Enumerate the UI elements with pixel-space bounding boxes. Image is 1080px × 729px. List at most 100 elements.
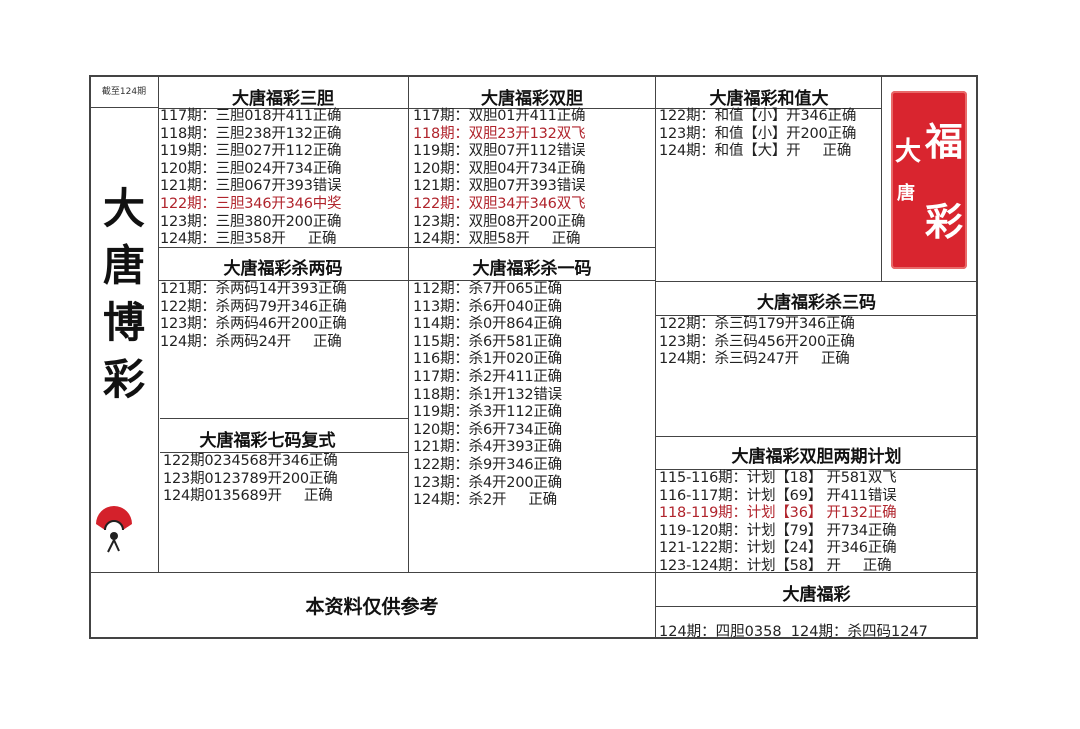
frame-left [89,75,91,639]
list-item: 124期0135689开 正确 [163,488,333,505]
list-item: 124期：杀两码24开 正确 [160,333,342,350]
list-item: 124期：杀三码247开 正确 [659,351,850,368]
list-item: 124期：和值【大】开 正确 [659,143,852,160]
section-title-datang: 大唐福彩 [782,585,851,605]
list-item: 118期：双胆23开132双飞 [413,125,586,142]
list-item: 122期0234568开346正确 [163,453,338,469]
divider-v1 [158,75,159,572]
section-title-liangqi: 大唐福彩双胆两期计划 [731,447,902,467]
side-title-char: 彩 [102,355,145,404]
side-title-char: 唐 [102,241,145,290]
fucai-stamp: 福 彩 大 唐 [891,91,967,269]
side-title-char: 大 [102,184,145,233]
divider-corner [89,107,159,108]
section-title-shaliangma: 大唐福彩杀两码 [223,259,343,279]
list-item: 118-119期：计划【36】 开132正确 [659,505,897,522]
list-item: 122期：杀三码179开346正确 [659,316,855,332]
list-item: 123-124期：计划【58】 开 正确 [659,557,892,574]
list-item: 124期：三胆358开 正确 [160,231,337,248]
section-title-qima: 大唐福彩七码复式 [199,431,336,451]
list-item: 124期：双胆58开 正确 [413,231,581,248]
list-item: 120期：双胆04开734正确 [413,160,586,177]
list-item: 118期：三胆238开132正确 [160,125,342,142]
frame-bottom [89,637,977,639]
list-item: 118期：杀1开132错误 [413,386,562,403]
list-item: 112期：杀7开065正确 [413,281,562,297]
list-item: 121期：双胆07开393错误 [413,178,586,195]
divider-h-qima-top [160,418,409,419]
list-item: 123期0123789开200正确 [163,470,338,487]
list-item: 119期：双胆07开112错误 [413,143,586,160]
divider-h-left-mid2 [158,280,656,281]
list-item: 123期：杀4开200正确 [413,474,562,491]
corner-label: 截至124期 [101,87,147,97]
divider-h-left-top [158,108,656,109]
list-item: 115-116期：计划【18】 开581双飞 [659,470,897,486]
list-item: 113期：杀6开040正确 [413,298,562,315]
list-item: 114期：杀0开864正确 [413,316,562,333]
list-item: 115期：杀6开581正确 [413,333,562,350]
list-item: 117期：三胆018开411正确 [160,108,342,124]
section-title-sandan: 大唐福彩三胆 [232,89,334,109]
fan-logo-icon [96,506,132,553]
divider-v3 [655,75,656,639]
list-item: 121期：三胆067开393错误 [160,178,342,195]
divider-v2 [408,75,409,572]
section-title-shasanma: 大唐福彩杀三码 [757,293,876,313]
divider-h-right-3 [656,436,977,437]
list-item: 117期：双胆01开411正确 [413,108,586,124]
list-item: 121期：杀4开393正确 [413,439,562,456]
stamp-char: 唐 [897,183,915,204]
list-item: 122期：双胆34开346双飞 [413,195,586,212]
list-item: 116期：杀1开020正确 [413,351,562,368]
divider-h-right-top [656,108,882,109]
list-item: 123期：杀三码456开200正确 [659,333,855,350]
divider-v4 [881,75,882,281]
list-item: 123期：和值【小】开200正确 [659,125,857,142]
divider-h-right-4 [656,469,977,470]
list-item: 122期：和值【小】开346正确 [659,108,857,124]
stamp-char: 福 [925,119,964,164]
frame-right [976,75,978,639]
list-item: 120期：杀6开734正确 [413,421,562,438]
divider-h-qima-mid [160,452,409,453]
list-item: 121期：杀两码14开393正确 [160,281,347,297]
divider-h-right-1 [656,281,977,282]
side-title: 大 唐 博 彩 [92,180,156,408]
list-item: 119-120期：计划【79】 开734正确 [659,522,897,539]
list-item: 122期：杀两码79开346正确 [160,298,347,315]
list-item: 122期：杀9开346正确 [413,456,562,473]
list-item: 123期：三胆380开200正确 [160,213,342,230]
list-item: 120期：三胆024开734正确 [160,160,342,177]
section-title-hezhi: 大唐福彩和值大 [709,89,829,109]
side-title-char: 博 [102,298,145,347]
disclaimer: 本资料仅供参考 [305,596,439,618]
divider-h-bottom [89,572,977,573]
list-item: 123期：双胆08开200正确 [413,213,586,230]
divider-h-left-mid [158,247,656,248]
list-item: 119期：三胆027开112正确 [160,143,342,160]
section-title-shayima: 大唐福彩杀一码 [472,259,592,279]
list-item: 121-122期：计划【24】 开346正确 [659,540,897,557]
stamp-char: 大 [895,137,922,167]
list-item: 116-117期：计划【69】 开411错误 [659,487,897,504]
list-item: 122期：三胆346开346中奖 [160,195,342,212]
list-item: 124期：杀2开 正确 [413,492,557,509]
list-item: 119期：杀3开112正确 [413,404,562,421]
list-item: 117期：杀2开411正确 [413,368,562,385]
stamp-char: 彩 [925,199,964,244]
divider-h-right-2 [656,315,977,316]
section-title-shuangdan: 大唐福彩双胆 [481,89,583,109]
frame-top [89,75,977,77]
divider-h-right-5 [656,606,977,607]
datang-line: 124期：四胆0358 124期：杀四码1247 [659,624,928,640]
list-item: 123期：杀两码46开200正确 [160,316,347,333]
